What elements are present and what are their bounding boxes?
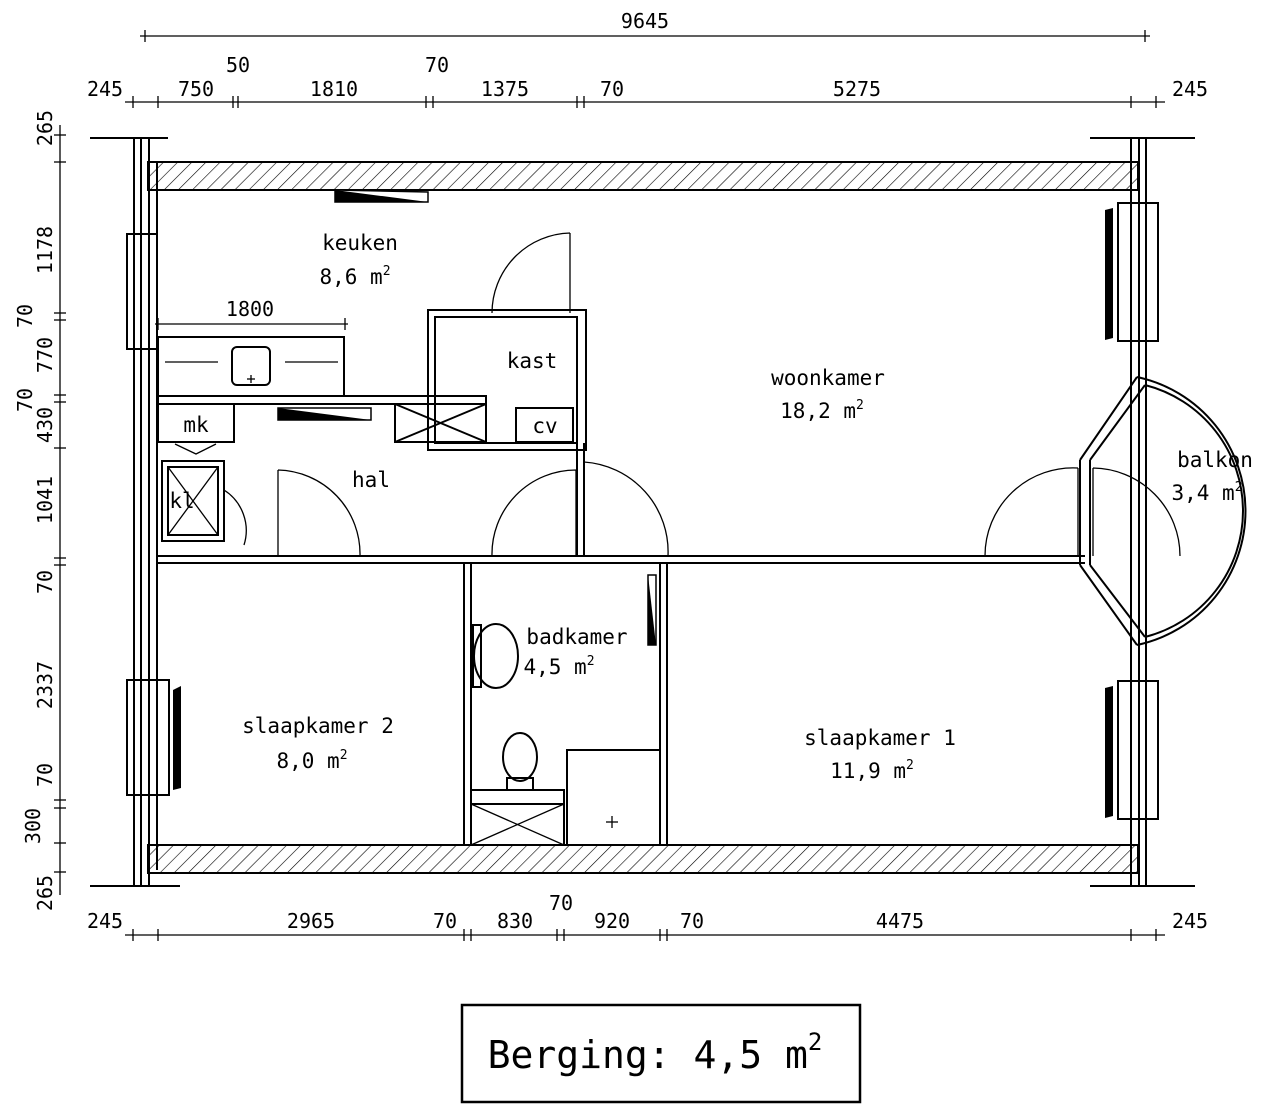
dim-bottom-3: 830 — [497, 909, 533, 933]
room-name-hal: hal — [352, 468, 390, 492]
dim-top-7: 5275 — [833, 77, 881, 101]
balcony — [1079, 376, 1247, 646]
kitchen-counter — [157, 336, 345, 397]
dim-bottom-8: 245 — [1172, 909, 1208, 933]
room-area-slaapkamer1: 11,9 m2 — [830, 758, 914, 783]
dim-overall: 9645 — [621, 9, 669, 33]
dim-bottom-0: 245 — [87, 909, 123, 933]
windows — [126, 202, 1159, 820]
dim-left-0: 265 — [33, 110, 57, 146]
room-name-balkon: balkon — [1177, 448, 1253, 472]
dim-left-9: 70 — [33, 763, 57, 787]
room-name-mk: mk — [183, 413, 209, 437]
dim-left-2: 70 — [13, 304, 37, 328]
room-name-cv: cv — [532, 414, 557, 438]
dim-top-6: 70 — [600, 77, 624, 101]
outer-walls — [90, 137, 1195, 887]
dim-left-8: 2337 — [33, 661, 57, 709]
dim-top-4: 70 — [425, 53, 449, 77]
fixtures — [157, 403, 661, 846]
dim-bottom-2: 70 — [433, 909, 457, 933]
berging-label: Berging: 4,5 m2 — [488, 1028, 823, 1077]
room-name-kast: kast — [507, 349, 558, 373]
dim-left-11: 265 — [33, 875, 57, 911]
room-area-badkamer: 4,5 m2 — [523, 654, 594, 679]
dim-counter: 1800 — [226, 297, 274, 321]
dimension-lines — [54, 30, 1165, 941]
dim-bottom-labels: 245 2965 70 830 70 920 70 4475 245 — [87, 891, 1208, 933]
dim-bottom-6: 70 — [680, 909, 704, 933]
dim-top-5: 1375 — [481, 77, 529, 101]
room-labels: keuken 8,6 m2 kast woonkamer 18,2 m2 mk … — [169, 231, 1253, 783]
room-name-slaapkamer2: slaapkamer 2 — [242, 714, 394, 738]
dim-left-1: 1178 — [33, 226, 57, 274]
dim-left-5: 430 — [33, 407, 57, 443]
dim-left-labels: 265 1178 70 770 70 430 1041 70 2337 70 3… — [13, 110, 57, 911]
room-name-woonkamer: woonkamer — [771, 366, 885, 390]
room-name-keuken: keuken — [322, 231, 398, 255]
dim-left-3: 770 — [33, 337, 57, 373]
doors — [223, 189, 1181, 646]
dim-top-3: 1810 — [310, 77, 358, 101]
dim-left-6: 1041 — [33, 476, 57, 524]
room-name-badkamer: badkamer — [526, 625, 627, 649]
dim-bottom-5: 920 — [594, 909, 630, 933]
room-area-slaapkamer2: 8,0 m2 — [276, 748, 347, 773]
berging-legend: Berging: 4,5 m2 — [460, 1003, 862, 1104]
dim-top-1: 750 — [178, 77, 214, 101]
dim-bottom-4: 70 — [549, 891, 573, 915]
dim-bottom-7: 4475 — [876, 909, 924, 933]
room-name-kl: kl — [169, 489, 194, 513]
dim-top-2: 50 — [226, 53, 250, 77]
room-area-balkon: 3,4 m2 — [1171, 480, 1242, 505]
dim-top-0: 245 — [87, 77, 123, 101]
room-name-slaapkamer1: slaapkamer 1 — [804, 726, 956, 750]
room-area-keuken: 8,6 m2 — [319, 264, 390, 289]
dim-left-10: 300 — [21, 808, 45, 844]
dim-left-7: 70 — [33, 570, 57, 594]
room-area-woonkamer: 18,2 m2 — [780, 398, 864, 423]
dim-top-8: 245 — [1172, 77, 1208, 101]
dim-top-labels: 245 750 50 1810 70 1375 70 5275 245 — [87, 53, 1208, 101]
dim-bottom-1: 2965 — [287, 909, 335, 933]
dim-left-4: 70 — [13, 388, 37, 412]
